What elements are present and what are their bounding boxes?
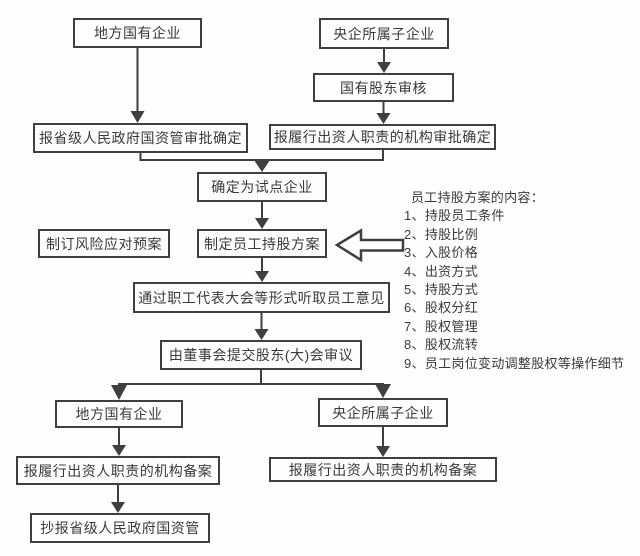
flow-node-provincial-gov-approval: 报省级人民政府国资管审批确定: [33, 123, 248, 153]
note-item: 1、持股员工条件: [404, 208, 505, 224]
callout-hollow-arrow-icon: [334, 228, 405, 263]
flow-node-pilot-confirm: 确定为试点企业: [197, 172, 327, 202]
esop-plan-contents-note: 员工持股方案的内容： 1、持股员工条件 2、持股比例 3、入股价格 4、出资方式…: [404, 189, 624, 373]
note-item: 2、持股比例: [404, 226, 479, 242]
arrowhead-down-icon: [377, 62, 391, 73]
flow-node-risk-plan: 制订风险应对预案: [38, 229, 170, 258]
note-item: 9、员工岗位变动调整股权等操作细节: [404, 355, 625, 371]
arrowhead-down-icon: [254, 160, 270, 172]
arrowhead-down-icon: [254, 329, 269, 340]
note-title: 员工持股方案的内容：: [411, 190, 545, 205]
connector-lines: [111, 48, 391, 513]
arrowhead-down-icon: [255, 271, 269, 282]
flow-node-esop-plan: 制定员工持股方案: [197, 229, 327, 258]
note-item: 8、股权流转: [404, 337, 479, 353]
note-item: 3、入股价格: [404, 245, 479, 261]
flow-node-copy-provincial-gov: 抄报省级人民政府国资管: [30, 513, 210, 543]
flow-node-investor-body-filing-left: 报履行出资人职责的机构备案: [16, 456, 220, 485]
arrowhead-down-icon: [111, 385, 127, 400]
arrowhead-down-icon: [112, 445, 126, 456]
flow-node-employee-opinion: 通过职工代表大会等形式听取员工意见: [133, 282, 390, 313]
note-item: 4、出资方式: [404, 263, 479, 279]
flow-node-central-sub-bottom: 央企所属子企业: [318, 398, 448, 427]
note-item: 7、股权管理: [404, 318, 479, 334]
note-item: 5、持股方式: [404, 282, 479, 298]
split-elbow-line: [261, 383, 384, 386]
flow-node-state-shareholder-review: 国有股东审核: [313, 73, 454, 102]
flow-node-local-soe-bottom: 地方国有企业: [55, 400, 183, 428]
arrowhead-down-icon: [130, 111, 145, 123]
flow-node-board-submit: 由董事会提交股东(大)会审议: [160, 340, 362, 370]
arrowhead-down-icon: [255, 218, 269, 229]
split-elbow-line: [118, 370, 262, 386]
flow-node-investor-body-filing-right: 报履行出资人职责的机构备案: [269, 457, 497, 482]
flow-node-local-soe-top: 地方国有企业: [73, 18, 202, 48]
arrowhead-down-icon: [376, 446, 390, 457]
note-item: 6、股权分红: [404, 300, 479, 316]
arrowhead-down-icon: [111, 502, 125, 513]
arrowhead-down-icon: [375, 384, 391, 398]
flow-node-central-sub-top: 央企所属子企业: [319, 18, 449, 49]
arrowhead-down-icon: [376, 113, 391, 124]
flow-node-investor-body-approval: 报履行出资人职责的机构审批确定: [269, 124, 496, 150]
